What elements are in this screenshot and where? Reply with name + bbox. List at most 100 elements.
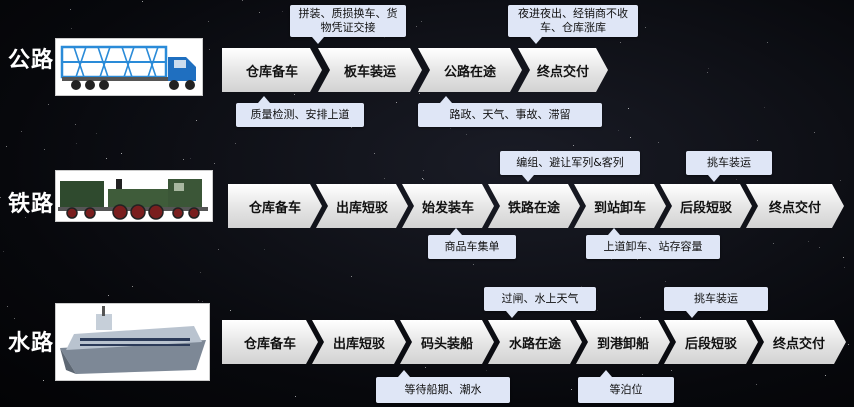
star [620,41,622,43]
star [472,264,474,266]
star [200,272,202,274]
rail-flow: 仓库备车 出库短驳 始发装车 铁路在途 到站卸车 后段短驳 终点交付 [228,184,846,228]
road-stage-2: 板车装运 [318,48,422,92]
star [571,389,573,391]
star [537,150,539,152]
star [617,129,619,131]
rail-stage-7: 终点交付 [746,184,844,228]
star [24,217,26,219]
rail-stage-4: 铁路在途 [488,184,580,228]
star [207,20,209,22]
star [190,157,192,159]
star [756,139,758,141]
star [48,103,50,105]
water-stage-2: 出库短驳 [312,320,406,364]
star [293,93,295,95]
star [44,149,46,151]
star [419,93,421,95]
roro-ship-image [55,303,210,381]
star [351,126,353,128]
star [196,119,198,121]
star [813,131,815,133]
star [230,310,232,312]
star [755,383,757,385]
star [396,101,398,103]
star [259,11,261,13]
star [645,27,647,28]
star [572,144,574,146]
road-callout-top-2: 夜进夜出、经销商不收车、仓库涨库 [508,5,638,44]
road-stage-4: 终点交付 [518,48,608,92]
rail-callout-top-2: 挑车装运 [686,151,772,182]
truck-carrier-image [55,38,203,96]
star [76,142,78,144]
star [422,177,424,179]
star [3,250,5,252]
star [120,153,122,154]
star [374,152,376,154]
star [639,316,641,318]
star [131,286,133,288]
star [201,300,203,302]
star [423,179,425,181]
star [580,286,582,288]
star [183,159,185,161]
star [819,246,821,248]
star [642,374,644,376]
star [0,197,2,199]
star [235,142,237,144]
water-stage-5: 到港卸船 [576,320,670,364]
star [843,257,845,259]
star [485,370,487,372]
star [108,295,110,297]
rail-callout-bottom-2: 上道卸车、站存容量 [586,228,720,259]
road-stage-1: 仓库备车 [222,48,322,92]
star [351,275,353,277]
star [383,36,385,38]
rail-stage-6: 后段短驳 [660,184,752,228]
star [766,42,768,44]
star [707,68,709,70]
water-stage-1: 仓库备车 [222,320,318,364]
water-stage-7: 终点交付 [752,320,846,364]
star [241,0,243,1]
rail-stage-5: 到站卸车 [574,184,666,228]
star [7,306,9,308]
star [736,178,738,180]
rail-stage-2: 出库短驳 [316,184,408,228]
star [209,49,211,51]
star [773,242,775,244]
water-callout-top-2: 挑车装运 [664,287,768,318]
star [449,127,451,129]
rail-label: 铁路 [8,192,55,217]
star [14,318,16,320]
rail-stage-1: 仓库备车 [228,184,322,228]
star [843,266,845,268]
star [70,27,72,29]
star [636,259,638,261]
star [281,11,283,13]
water-stage-3: 码头装船 [400,320,494,364]
road-stage-3: 公路在途 [418,48,522,92]
water-callout-top-1: 过闸、水上天气 [484,287,596,318]
water-callout-bottom-2: 等泊位 [578,370,674,403]
star [610,258,612,260]
star [808,241,810,243]
star [420,21,422,23]
star [20,131,22,133]
star [263,249,265,251]
star [664,280,666,282]
rail-stage-3: 始发装车 [402,184,494,228]
rail-callout-bottom-1: 商品车集单 [428,228,516,259]
star [670,370,672,372]
star [707,72,709,74]
star [629,136,631,138]
road-callout-top-1: 拼装、质损换车、货物凭证交接 [290,5,406,44]
rail-callout-top-1: 编组、避让军列&客列 [500,151,640,182]
star [96,132,97,134]
star [105,158,107,160]
water-callout-bottom-1: 等待船期、潮水 [376,370,510,403]
star [416,25,418,27]
star [42,380,44,382]
star [384,177,386,179]
